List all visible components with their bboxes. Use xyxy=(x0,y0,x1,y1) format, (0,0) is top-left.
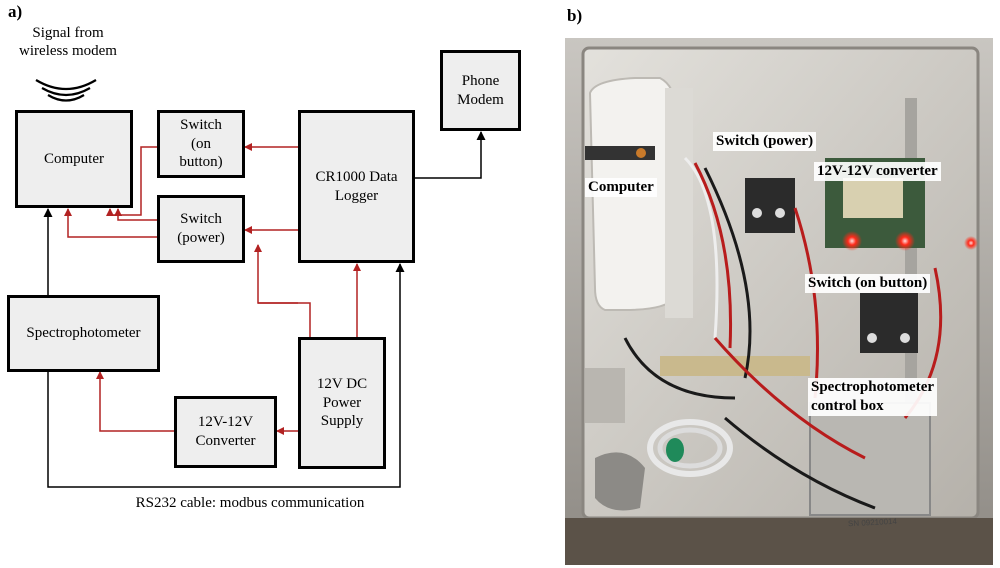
wireless-signal-icon xyxy=(35,79,97,102)
power-supply-box: 12V DC Power Supply xyxy=(298,337,386,469)
wire-switch-power-to-computer-2 xyxy=(64,208,157,238)
wire-switch-on-to-computer xyxy=(106,146,157,216)
switch-on-box: Switch (on button) xyxy=(157,110,245,178)
wire-logger-to-modem xyxy=(415,131,486,179)
converter-box: 12V-12V Converter xyxy=(174,396,277,468)
spectrophotometer-box: Spectrophotometer xyxy=(7,295,160,372)
wire-rs232 xyxy=(47,263,405,488)
block-diagram-wiring xyxy=(35,79,486,488)
phone-modem-box: Phone Modem xyxy=(440,50,521,131)
photo-label-switch-on: Switch (on button) xyxy=(805,274,931,293)
photo-label-computer: Computer xyxy=(585,178,657,197)
rs232-caption: RS232 cable: modbus communication xyxy=(135,495,365,511)
computer-box: Computer xyxy=(15,110,133,208)
photo-label-switch-power: Switch (power) xyxy=(713,132,817,151)
switch-power-box: Switch (power) xyxy=(157,195,245,263)
enclosure-illustration xyxy=(565,38,993,565)
panel-a-label: a) xyxy=(8,2,23,21)
photo-label-converter: 12V-12V converter xyxy=(814,162,941,181)
panel-b-label: b) xyxy=(567,6,583,25)
wire-converter-to-spectro xyxy=(96,371,174,432)
photo-label-control-box: Spectrophotometer control box xyxy=(808,378,938,416)
signal-caption: Signal from wireless modem xyxy=(19,25,117,59)
enclosure-photo: Computer Switch (power) 12V-12V converte… xyxy=(565,38,993,565)
data-logger-box: CR1000 Data Logger xyxy=(298,110,415,263)
wire-switch-power-to-computer xyxy=(114,208,157,221)
